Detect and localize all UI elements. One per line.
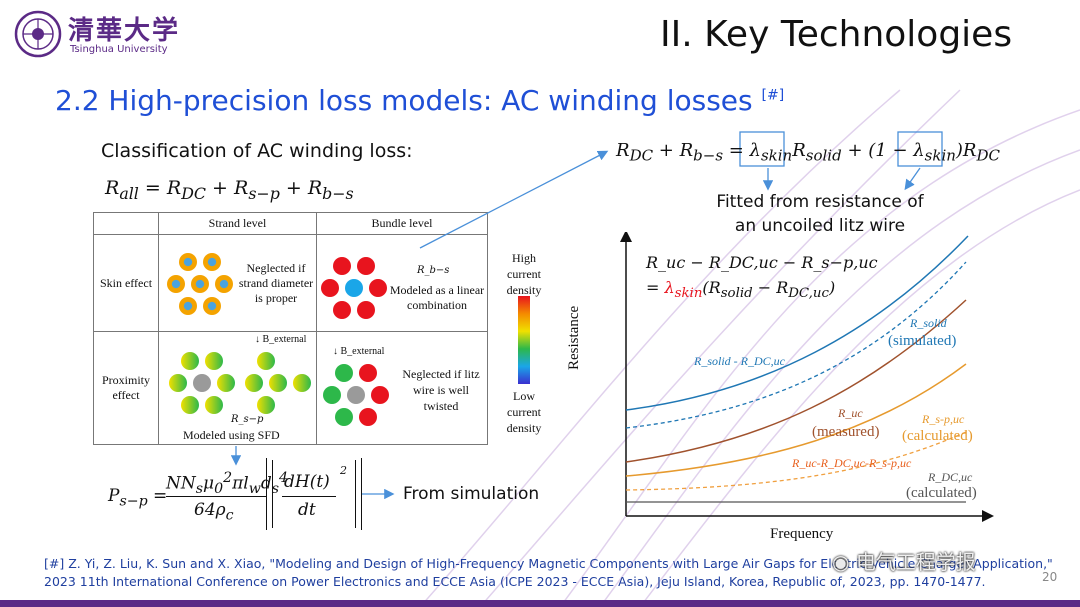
wechat-icon: ◉ <box>832 550 850 574</box>
strand-dot <box>203 297 221 315</box>
bundle-dot-red <box>369 279 387 297</box>
strand-dot <box>191 275 209 293</box>
page-number: 20 <box>1042 570 1058 584</box>
label-ruc: R_uc <box>838 406 863 420</box>
label-diff: R_uc-R_DC,uc-R_s-p,uc <box>792 456 912 470</box>
cell-skin-strand: Neglected if strand diameter is proper <box>158 234 317 332</box>
equation-uc-line2: = λskin(Rsolid − RDC,uc) <box>646 278 836 302</box>
fitted-note: Fitted from resistance of an uncoiled li… <box>716 192 924 236</box>
logo-english-name: Tsinghua University <box>70 44 168 55</box>
label-rdcuc: R_DC,uc <box>928 470 973 484</box>
subtitle-ref: [#] <box>761 87 785 104</box>
strand-dot <box>169 374 187 392</box>
bundle-dot-red <box>359 364 377 382</box>
bundle-dot-red <box>333 257 351 275</box>
cell-prox-strand: ↓ B_external R_s−p Modeled using SFD <box>158 331 317 445</box>
strand-dot <box>215 275 233 293</box>
bundle-dot-red <box>357 301 375 319</box>
tsinghua-seal-icon <box>14 10 62 58</box>
prox-strand-symbol: R_s−p <box>231 414 264 425</box>
section-subtitle: 2.2 High-precision loss models: AC windi… <box>55 84 784 117</box>
table-corner <box>93 212 159 235</box>
row-proximity-effect: Proximity effect <box>93 331 159 445</box>
skin-bundle-symbol: R_b−s <box>417 265 450 276</box>
skin-strand-note: Neglected if strand diameter is proper <box>238 261 314 305</box>
strand-dot <box>293 374 311 392</box>
strand-dot <box>179 253 197 271</box>
resistance-frequency-graph <box>620 232 994 522</box>
bundle-dot-red <box>371 386 389 404</box>
bext-label-strand: ↓ B_external <box>255 334 307 345</box>
cell-prox-bundle: ↓ B_external Neglected if litz wire is w… <box>316 331 488 445</box>
strand-dot <box>203 253 221 271</box>
watermark-text: 电气工程学报 <box>855 550 976 574</box>
reference-line-1: [#] Z. Yi, Z. Liu, K. Sun and X. Xiao, "… <box>44 556 1053 571</box>
cell-skin-bundle: R_b−s Modeled as a linear combination <box>316 234 488 332</box>
colorbar-high-label: High current density <box>506 251 542 297</box>
curve-rsp-uc <box>625 363 967 477</box>
classification-label: Classification of AC winding loss: <box>101 140 413 162</box>
row-skin-effect: Skin effect <box>93 234 159 332</box>
strand-dot <box>167 275 185 293</box>
strand-dot <box>257 352 275 370</box>
subtitle-text: 2.2 High-precision loss models: AC windi… <box>55 84 753 117</box>
classification-table: Strand level Bundle level Skin effect Ne… <box>93 212 488 445</box>
strand-dot <box>205 352 223 370</box>
strand-dot <box>217 374 235 392</box>
watermark: ◉ 电气工程学报 <box>832 546 976 575</box>
equation-rall: Rall = RDC + Rs−p + Rb−s <box>105 177 354 203</box>
label-rdcuc-calculated: (calculated) <box>906 485 977 501</box>
bundle-dot-red <box>357 257 375 275</box>
prox-strand-note: Modeled using SFD <box>183 428 280 442</box>
label-ruc-measured: (measured) <box>812 424 880 440</box>
curve-diff <box>625 431 967 491</box>
reference-line-2: 2023 11th International Conference on Po… <box>44 574 986 589</box>
equation-top: RDC + Rb−s = λskinRsolid + (1 − λskin)RD… <box>616 140 1000 165</box>
colorbar-low-label: Low current density <box>506 389 542 435</box>
strand-dot <box>181 352 199 370</box>
logo-chinese-name: 清華大学 <box>68 16 181 46</box>
equation-psp: Ps−p = NNsμ02πlwds4 64ρc dH(t) dt 2 <box>108 458 368 530</box>
prox-bundle-note: Neglected if litz wire is well twisted <box>402 367 480 413</box>
bundle-dot-blue <box>345 279 363 297</box>
curve-ruc <box>625 299 967 463</box>
curve-rsolid-minus <box>625 261 967 429</box>
y-axis-label: Resistance <box>566 305 582 370</box>
strand-dot <box>257 396 275 414</box>
equation-uc-line1: R_uc − R_DC,uc − R_s−p,uc <box>646 253 878 272</box>
bundle-dot-green <box>335 408 353 426</box>
bundle-dot-green <box>335 364 353 382</box>
strand-dot-gray <box>193 374 211 392</box>
skin-bundle-note: Modeled as a linear combination <box>389 283 485 312</box>
curve-rsolid <box>625 235 969 411</box>
strand-dot <box>181 396 199 414</box>
x-axis-label: Frequency <box>770 526 834 542</box>
bundle-dot-red <box>321 279 339 297</box>
bundle-dot-red <box>359 408 377 426</box>
bext-label-bundle: ↓ B_external <box>333 346 385 357</box>
bundle-dot-green <box>323 386 341 404</box>
label-rspuc: R_s-p,uc <box>922 412 965 426</box>
strand-dot <box>205 396 223 414</box>
header-bundle-level: Bundle level <box>316 212 488 235</box>
label-rsolid: R_solid <box>910 316 947 330</box>
bundle-dot-red <box>333 301 351 319</box>
page-title: II. Key Technologies <box>660 14 1013 55</box>
label-rsolid-minus: R_solid - R_DC,uc <box>694 354 785 368</box>
header-strand-level: Strand level <box>158 212 317 235</box>
label-rsolid-simulated: (simulated) <box>888 333 957 349</box>
strand-dot <box>179 297 197 315</box>
strand-dot <box>269 374 287 392</box>
bundle-dot-gray <box>347 386 365 404</box>
strand-dot <box>245 374 263 392</box>
university-logo <box>14 10 62 58</box>
from-simulation-label: From simulation <box>403 484 540 504</box>
colorbar <box>518 296 530 384</box>
label-rspuc-calculated: (calculated) <box>902 428 973 444</box>
